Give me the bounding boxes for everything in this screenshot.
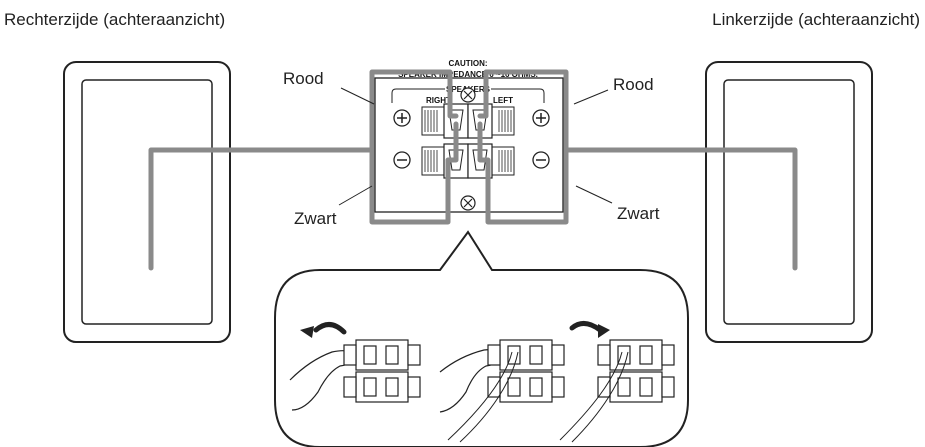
impedance-text: SPEAKER IMPEDANCE 6 ~16 OHMS. [398, 70, 538, 79]
left-speaker [705, 61, 873, 343]
step-3-release-clip [559, 321, 675, 443]
right-speaker [63, 61, 231, 343]
plus-icon-left [532, 109, 550, 127]
step-2-insert-wire [439, 339, 565, 443]
black-leader-right [338, 185, 373, 206]
left-red-wire [477, 69, 569, 153]
minus-icon-right [393, 151, 411, 169]
speaker-terminal-panel: CAUTION: SPEAKER IMPEDANCE 6 ~16 OHMS. S… [374, 59, 564, 213]
red-leader-right [340, 87, 375, 105]
black-leader-left [575, 185, 613, 204]
right-speaker-wire [148, 121, 459, 271]
plus-icon-right [393, 109, 411, 127]
black-label-right: Zwart [294, 209, 337, 228]
left-speaker-wire [477, 121, 798, 271]
left-side-label: Linkerzijde (achteraanzicht) [712, 10, 920, 29]
right-channel-label: RIGHT [426, 96, 451, 105]
arrow-left-icon [313, 322, 347, 335]
left-channel-label: LEFT [493, 96, 513, 105]
speaker-wires [148, 69, 798, 271]
arrow-right-icon [569, 321, 603, 333]
caution-text: CAUTION: [448, 59, 487, 68]
red-label-right: Rood [283, 69, 324, 88]
black-label-left: Zwart [617, 204, 660, 223]
red-leader-left [573, 89, 609, 105]
step-1-open-clip [289, 322, 421, 411]
right-side-label: Rechterzijde (achteraanzicht) [4, 10, 225, 29]
right-red-wire [369, 69, 459, 153]
red-label-left: Rood [613, 75, 654, 94]
terminal-block [421, 103, 515, 179]
minus-icon-left [532, 151, 550, 169]
screw-top [460, 87, 476, 103]
screw-bottom [460, 195, 476, 211]
